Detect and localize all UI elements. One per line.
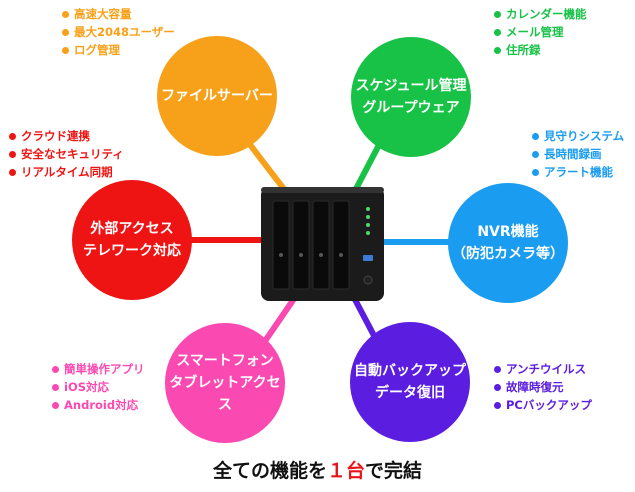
note-item: カレンダー機能: [494, 5, 587, 23]
note-item: メール管理: [494, 23, 587, 41]
bullet-icon: [494, 46, 501, 54]
bullet-icon: [52, 401, 59, 409]
remote-notes: クラウド連携 安全なセキュリティ リアルタイム同期: [9, 127, 124, 181]
note-item: PCバックアップ: [494, 396, 592, 414]
footer-caption: 全ての機能を１台で完結: [0, 456, 635, 483]
bullet-icon: [532, 168, 539, 176]
bullet-icon: [532, 150, 539, 158]
file-server-notes: 高速大容量 最大2048ユーザー ログ管理: [62, 5, 175, 59]
backup-notes: アンチウイルス 故障時復元 PCバックアップ: [494, 360, 592, 414]
bullet-icon: [9, 150, 16, 158]
note-item: 故障時復元: [494, 378, 592, 396]
node-schedule: スケジュール管理 グループウェア: [351, 37, 471, 157]
note-item: Android対応: [52, 396, 145, 414]
note-item: アラート機能: [532, 163, 624, 181]
nvr-subtitle: （防犯カメラ等）: [452, 246, 564, 262]
remote-subtitle: テレワーク対応: [83, 243, 181, 259]
note-item: 見守りシステム: [532, 127, 624, 145]
schedule-notes: カレンダー機能 メール管理 住所録: [494, 5, 587, 59]
remote-title: 外部アクセス: [90, 221, 174, 237]
bullet-icon: [494, 383, 501, 391]
bullet-icon: [9, 168, 16, 176]
footer-text-after: で完結: [365, 460, 423, 482]
note-item: 簡単操作アプリ: [52, 360, 145, 378]
node-nvr: NVR機能 （防犯カメラ等）: [448, 183, 568, 303]
smartphone-notes: 簡単操作アプリ iOS対応 Android対応: [52, 360, 145, 414]
note-item: 住所録: [494, 41, 587, 59]
bullet-icon: [532, 132, 539, 140]
node-file-server: ファイルサーバー: [157, 36, 277, 156]
note-item: 最大2048ユーザー: [62, 23, 175, 41]
footer-text-before: 全ての機能を: [212, 460, 327, 482]
note-item: クラウド連携: [9, 127, 124, 145]
note-item: 長時間録画: [532, 145, 624, 163]
note-item: iOS対応: [52, 378, 145, 396]
bullet-icon: [9, 132, 16, 140]
note-item: 高速大容量: [62, 5, 175, 23]
node-backup: 自動バックアップ データ復旧: [350, 322, 470, 442]
nvr-title: NVR機能: [477, 224, 539, 240]
footer-text-accent: １台: [326, 460, 365, 482]
note-item: ログ管理: [62, 41, 175, 59]
schedule-subtitle: グループウェア: [362, 100, 460, 116]
node-remote: 外部アクセス テレワーク対応: [72, 180, 192, 300]
bullet-icon: [62, 28, 69, 36]
note-item: アンチウイルス: [494, 360, 592, 378]
smartphone-subtitle: タブレットアクセス: [169, 375, 281, 413]
file-server-title: ファイルサーバー: [161, 88, 273, 104]
bullet-icon: [52, 365, 59, 373]
backup-subtitle: データ復旧: [375, 385, 445, 401]
note-item: 安全なセキュリティ: [9, 145, 124, 163]
smartphone-title: スマートフォン: [176, 353, 274, 369]
schedule-title: スケジュール管理: [355, 78, 467, 94]
bullet-icon: [494, 365, 501, 373]
bullet-icon: [62, 10, 69, 18]
nas-server-icon: [261, 187, 384, 301]
backup-title: 自動バックアップ: [354, 363, 466, 379]
bullet-icon: [494, 28, 501, 36]
bullet-icon: [52, 383, 59, 391]
nvr-notes: 見守りシステム 長時間録画 アラート機能: [532, 127, 624, 181]
bullet-icon: [62, 46, 69, 54]
bullet-icon: [494, 10, 501, 18]
bullet-icon: [494, 401, 501, 409]
note-item: リアルタイム同期: [9, 163, 124, 181]
node-smartphone: スマートフォン タブレットアクセス: [165, 323, 285, 443]
